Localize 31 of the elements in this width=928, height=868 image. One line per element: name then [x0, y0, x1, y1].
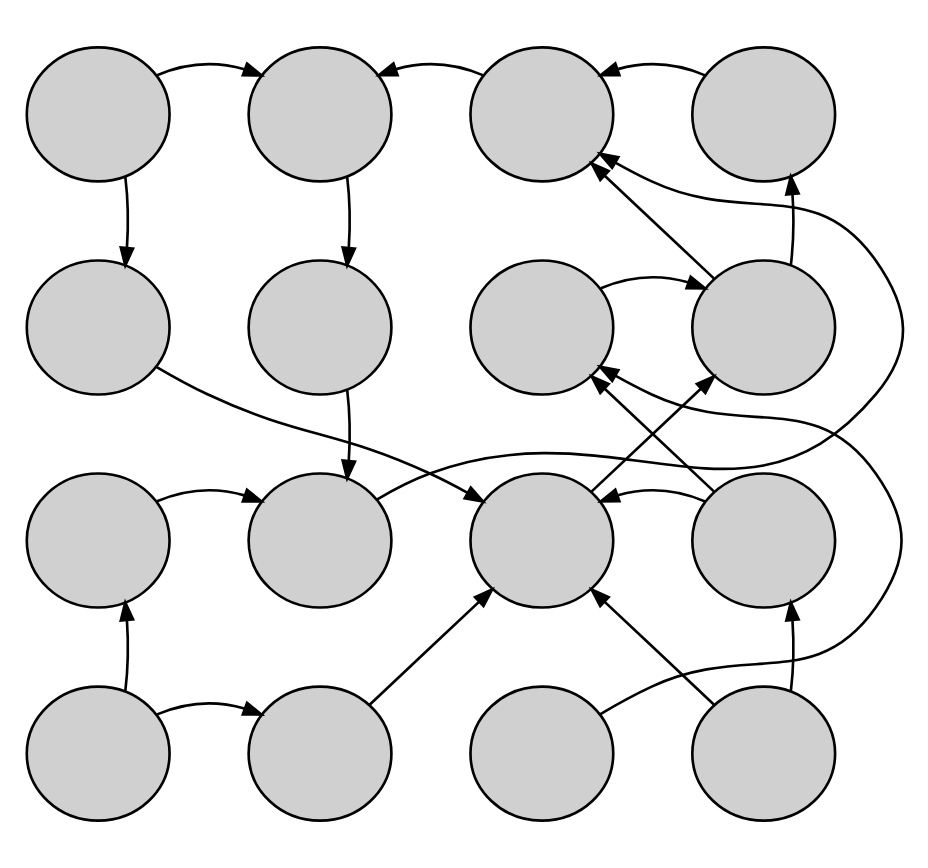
arrow [155, 61, 265, 77]
arrow [783, 172, 800, 266]
arrow [374, 61, 483, 77]
node-blob [24, 46, 170, 183]
arrow [155, 487, 265, 503]
arrow [783, 598, 800, 692]
node-blob [468, 685, 614, 822]
arrow [367, 586, 494, 706]
node-blob [246, 685, 392, 822]
arrow [595, 364, 902, 716]
arrow [154, 365, 486, 504]
arrow [596, 487, 705, 503]
node-blob [690, 46, 836, 183]
node-blob [24, 685, 170, 822]
arrow [599, 274, 708, 290]
node-blob [246, 46, 392, 183]
arrow [375, 151, 904, 501]
node-blob [24, 259, 170, 396]
node-blob [24, 472, 170, 609]
arrow [339, 389, 356, 483]
node-blob [690, 472, 836, 609]
arrow [118, 598, 135, 692]
arrow [587, 586, 714, 706]
arrow [587, 160, 714, 280]
node-blob [690, 685, 836, 822]
node-blob [246, 472, 392, 609]
arrow [155, 700, 265, 716]
arrow [339, 176, 356, 270]
arrow [118, 176, 135, 270]
arrow [596, 61, 705, 77]
node-blob [246, 259, 392, 396]
